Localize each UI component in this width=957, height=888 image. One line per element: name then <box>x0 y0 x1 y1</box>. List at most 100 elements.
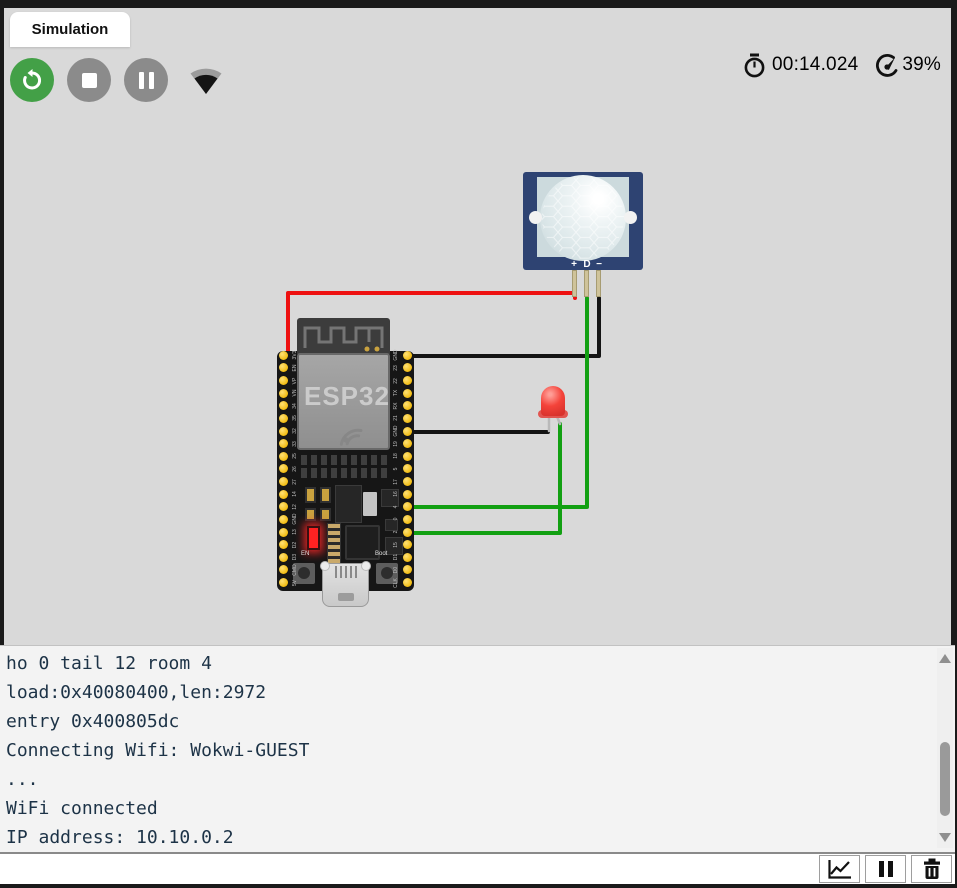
pin-dot[interactable] <box>279 489 288 499</box>
pin-dot[interactable] <box>403 413 412 423</box>
esp32-pin-23[interactable]: 23 <box>386 362 412 374</box>
esp32-pin-32[interactable]: 32 <box>279 425 305 437</box>
pin-dot[interactable] <box>279 401 288 411</box>
pin-dot[interactable] <box>403 401 412 411</box>
pin-dot[interactable] <box>279 363 288 373</box>
esp32-pin-21[interactable]: 21 <box>386 412 412 424</box>
pin-dot[interactable] <box>279 477 288 487</box>
en-button[interactable] <box>293 563 315 584</box>
scroll-down-arrow-icon[interactable] <box>939 833 951 842</box>
pin-dot[interactable] <box>403 565 412 575</box>
pin-dot[interactable] <box>279 540 288 550</box>
esp32-pin-5[interactable]: 5 <box>386 463 412 475</box>
pin-dot[interactable] <box>403 578 412 588</box>
esp32-pin-cmd[interactable]: CMD <box>279 564 305 576</box>
pause-output-button[interactable] <box>865 855 906 883</box>
esp32-pin-d3[interactable]: D3 <box>279 551 305 563</box>
pin-dot[interactable] <box>403 552 412 562</box>
pir-pin-data[interactable] <box>584 270 589 297</box>
pin-dot[interactable] <box>279 426 288 436</box>
pir-pin-plus[interactable] <box>572 270 577 297</box>
esp32-pin-26[interactable]: 26 <box>279 463 305 475</box>
esp32-pin-d2[interactable]: D2 <box>279 539 305 551</box>
pin-dot[interactable] <box>403 502 412 512</box>
pin-dot[interactable] <box>279 376 288 386</box>
esp32-pin-vp[interactable]: VP <box>279 375 305 387</box>
esp32-pin-22[interactable]: 22 <box>386 375 412 387</box>
pin-dot[interactable] <box>403 477 412 487</box>
esp32-pin-17[interactable]: 17 <box>386 476 412 488</box>
clear-output-button[interactable] <box>911 855 952 883</box>
pir-motion-sensor[interactable]: + D − <box>523 172 643 270</box>
pin-dot[interactable] <box>279 502 288 512</box>
pin-dot[interactable] <box>403 514 412 524</box>
pin-dot[interactable] <box>279 439 288 449</box>
pin-label: 23 <box>393 365 399 371</box>
esp32-pin-2[interactable]: 2 <box>386 526 412 538</box>
pin-dot[interactable] <box>403 439 412 449</box>
esp32-pin-gnd[interactable]: GND <box>386 349 412 361</box>
esp32-pin-13[interactable]: 13 <box>279 526 305 538</box>
pin-dot[interactable] <box>403 451 412 461</box>
pin-dot[interactable] <box>403 376 412 386</box>
pin-dot[interactable] <box>279 514 288 524</box>
esp32-pin-gnd[interactable]: GND <box>279 513 305 525</box>
esp32-pin-0[interactable]: 0 <box>386 513 412 525</box>
esp32-pin-14[interactable]: 14 <box>279 488 305 500</box>
esp32-pin-rx[interactable]: RX <box>386 400 412 412</box>
serial-input[interactable] <box>3 856 814 882</box>
esp32-pin-clk[interactable]: CLK <box>386 577 412 589</box>
pin-dot[interactable] <box>279 464 288 474</box>
esp32-pin-vn[interactable]: VN <box>279 387 305 399</box>
esp32-pin-19[interactable]: 19 <box>386 438 412 450</box>
pin-dot[interactable] <box>279 350 288 360</box>
esp32-pin-d1[interactable]: D1 <box>386 551 412 563</box>
tab-label: Simulation <box>31 21 109 38</box>
esp32-pin-tx[interactable]: TX <box>386 387 412 399</box>
esp32-pin-5v[interactable]: 5V <box>279 577 305 589</box>
pin-dot[interactable] <box>403 489 412 499</box>
esp32-pin-33[interactable]: 33 <box>279 438 305 450</box>
pin-dot[interactable] <box>403 388 412 398</box>
pin-dot[interactable] <box>279 388 288 398</box>
wifi-signal-button[interactable] <box>187 64 225 96</box>
pin-dot[interactable] <box>403 540 412 550</box>
esp32-pin-d0[interactable]: D0 <box>386 564 412 576</box>
esp32-pin-en[interactable]: EN <box>279 362 305 374</box>
red-led[interactable] <box>541 386 565 416</box>
esp32-pin-16[interactable]: 16 <box>386 488 412 500</box>
pin-dot[interactable] <box>279 527 288 537</box>
esp32-pin-gnd[interactable]: GND <box>386 425 412 437</box>
esp32-pin-35[interactable]: 35 <box>279 412 305 424</box>
esp32-pin-12[interactable]: 12 <box>279 501 305 513</box>
scroll-up-arrow-icon[interactable] <box>939 654 951 663</box>
pin-dot[interactable] <box>279 552 288 562</box>
pin-dot[interactable] <box>403 350 412 360</box>
pin-dot[interactable] <box>403 426 412 436</box>
tab-simulation[interactable]: Simulation <box>10 12 130 47</box>
esp32-devkit-board[interactable]: ESP32 <box>277 318 414 607</box>
pir-pin-minus[interactable] <box>596 270 601 297</box>
pin-dot[interactable] <box>279 565 288 575</box>
esp32-pin-3v3[interactable]: 3V3 <box>279 349 305 361</box>
boot-button[interactable] <box>376 563 398 584</box>
esp32-antenna <box>297 318 390 354</box>
esp32-pin-15[interactable]: 15 <box>386 539 412 551</box>
esp32-pin-27[interactable]: 27 <box>279 476 305 488</box>
esp32-pin-34[interactable]: 34 <box>279 400 305 412</box>
pin-dot[interactable] <box>403 464 412 474</box>
pause-button[interactable] <box>124 58 168 102</box>
esp32-pin-4[interactable]: 4 <box>386 501 412 513</box>
pin-dot[interactable] <box>403 363 412 373</box>
plotter-button[interactable] <box>819 855 860 883</box>
esp32-pin-25[interactable]: 25 <box>279 450 305 462</box>
pin-dot[interactable] <box>279 451 288 461</box>
pin-dot[interactable] <box>279 413 288 423</box>
esp32-pin-18[interactable]: 18 <box>386 450 412 462</box>
stop-button[interactable] <box>67 58 111 102</box>
pin-dot[interactable] <box>279 578 288 588</box>
pin-dot[interactable] <box>403 527 412 537</box>
scrollbar-thumb[interactable] <box>940 742 950 816</box>
restart-button[interactable] <box>10 58 54 102</box>
